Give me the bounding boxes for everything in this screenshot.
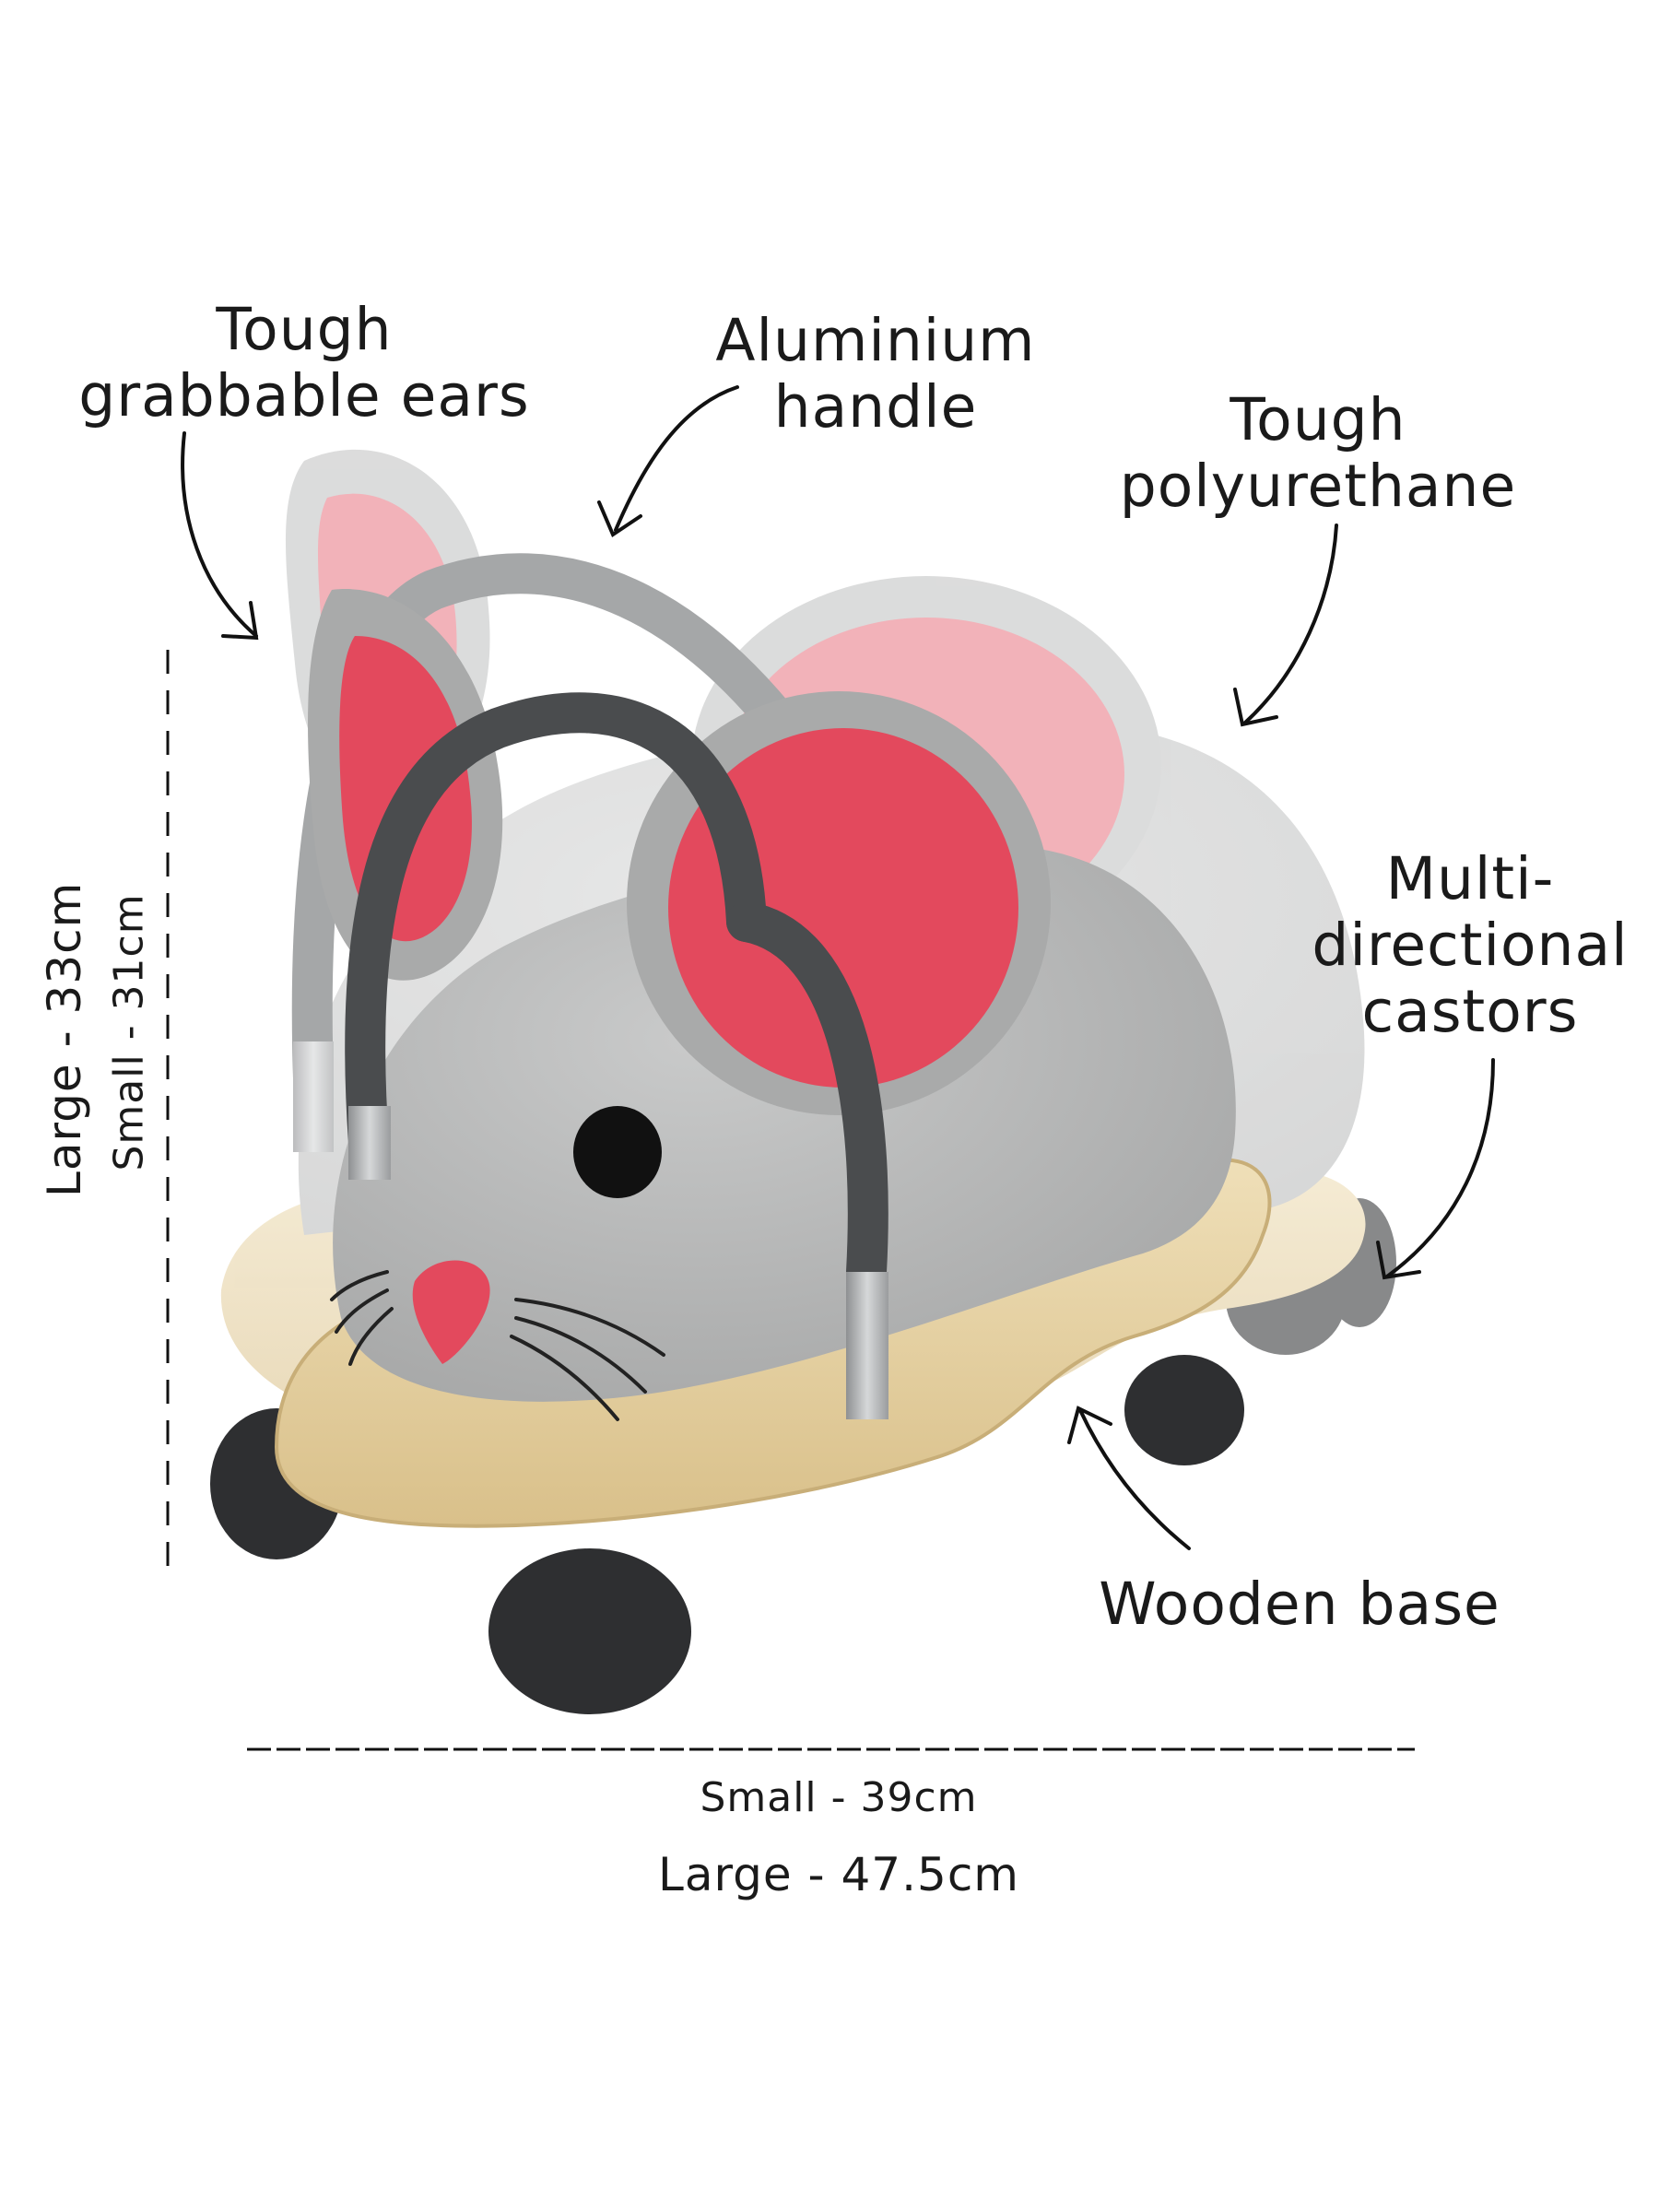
ears-callout: Tough grabbable ears xyxy=(78,296,530,429)
width-small-label: Small - 39cm xyxy=(700,1774,978,1821)
height-large-label: Large - 33cm xyxy=(38,881,91,1197)
base-callout: Wooden base xyxy=(1099,1571,1500,1638)
castors-callout: Multi- directional castors xyxy=(1312,845,1629,1045)
handle-arrow-icon xyxy=(597,385,739,537)
body-arrow-icon xyxy=(1233,524,1338,727)
ears-arrow-icon xyxy=(181,431,259,641)
body-callout: Tough polyurethane xyxy=(1119,386,1517,520)
castors-arrow-icon xyxy=(1376,1058,1495,1280)
handle-callout: Aluminium handle xyxy=(715,307,1036,441)
base-arrow-icon xyxy=(1067,1406,1191,1550)
width-large-label: Large - 47.5cm xyxy=(657,1848,1020,1901)
height-small-label: Small - 31cm xyxy=(105,893,153,1171)
